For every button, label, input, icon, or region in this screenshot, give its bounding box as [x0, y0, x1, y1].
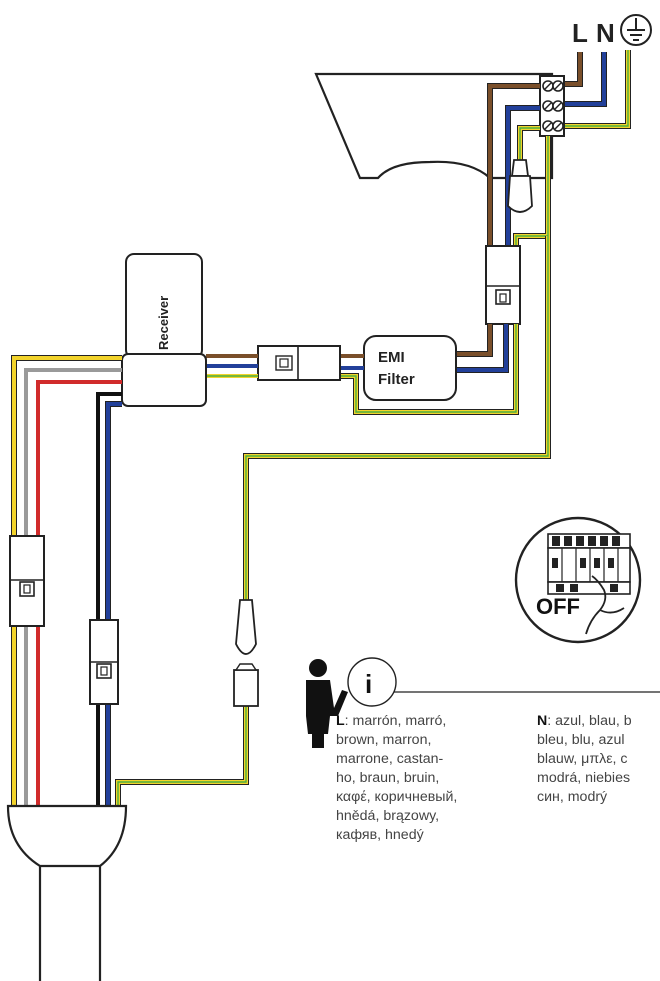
info-glyph: i	[365, 669, 372, 699]
earth-icon	[620, 14, 652, 46]
terminal-block	[539, 75, 565, 137]
off-label: OFF	[536, 594, 580, 619]
vertical-connector-canopy	[485, 245, 521, 325]
note-neutral-text: : azul, blau, b bleu, blu, azul blauw, μ…	[537, 713, 632, 805]
emi-filter-label-line2: Filter	[378, 371, 415, 388]
receiver-input-wires	[206, 354, 258, 378]
earth-crimp-bottom	[233, 599, 259, 707]
neutral-label: N	[596, 18, 615, 48]
note-live-brown: L: marrón, marró, brown, marron, marrone…	[336, 712, 536, 845]
note-neutral-blue: N: azul, blau, b bleu, blu, azul blauw, …	[537, 712, 660, 807]
terminal-screw-earth	[542, 120, 564, 132]
note-neutral-key: N	[537, 713, 548, 729]
earth-wires	[115, 236, 551, 806]
emi-filter-label-line1: EMI	[378, 349, 405, 366]
emi-filter: EMI Filter	[363, 335, 457, 401]
receiver-label: Receiver	[156, 296, 171, 350]
fan-housing	[6, 804, 128, 981]
emi-supply-wires	[456, 324, 509, 373]
connector-motor-bundle	[89, 619, 119, 705]
supply-wires	[562, 50, 631, 129]
person-icon	[306, 659, 348, 748]
receiver: Receiver	[121, 253, 207, 407]
terminal-screw-live	[542, 80, 564, 92]
emi-output-wires	[340, 354, 364, 370]
horizontal-connector	[257, 345, 341, 381]
info-icon: i	[347, 657, 397, 707]
terminal-screw-neutral	[542, 100, 564, 112]
connector-left-bundle	[9, 535, 45, 627]
live-label: L	[572, 18, 588, 48]
note-live-text: : marrón, marró, brown, marron, marrone,…	[336, 713, 458, 843]
note-live-key: L	[336, 713, 345, 729]
earth-crimp-top	[507, 159, 533, 213]
breaker-off-icon: OFF	[514, 516, 642, 644]
